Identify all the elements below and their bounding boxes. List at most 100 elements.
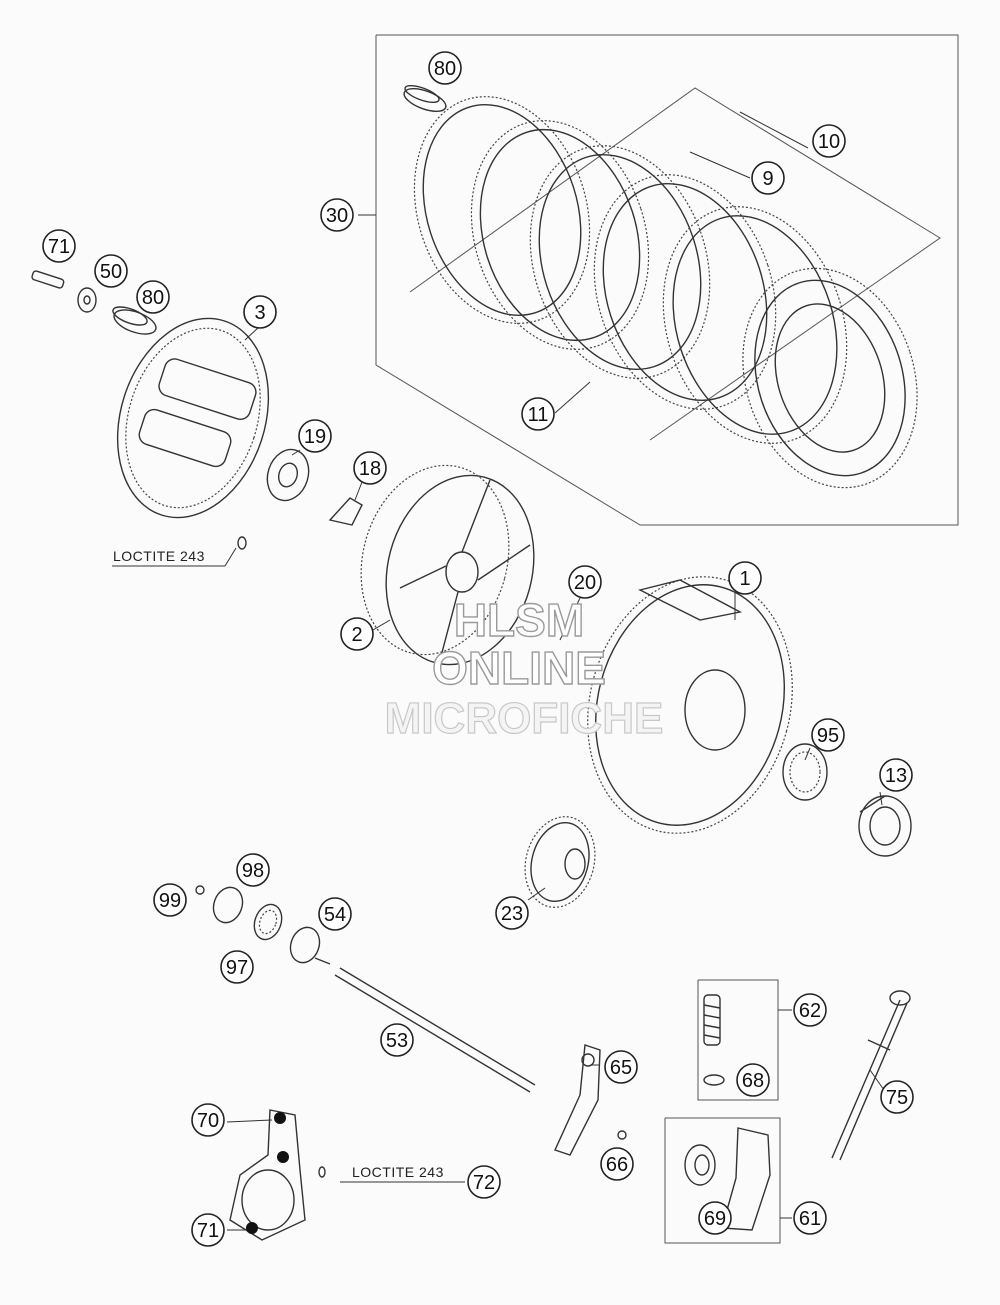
callout-99: 99 xyxy=(153,883,187,917)
watermark: HLSM ONLINE MICROFICHE xyxy=(384,593,664,743)
callout-label: 68 xyxy=(742,1070,764,1092)
callout-label: 18 xyxy=(359,458,381,480)
clutch-lever-65 xyxy=(554,1044,601,1156)
callout-label: 50 xyxy=(100,261,122,283)
callout-label: 61 xyxy=(799,1208,821,1230)
callout-label: 71 xyxy=(48,236,70,258)
callout-label: 95 xyxy=(817,725,839,747)
o-ring-68 xyxy=(703,1074,725,1086)
inner-clutch-hub xyxy=(360,464,535,666)
callout-label: 1 xyxy=(739,568,750,590)
callout-70: 70 xyxy=(191,1103,225,1137)
callout-label: 3 xyxy=(254,302,265,324)
bleeder-75 xyxy=(831,990,911,1161)
callout-98: 98 xyxy=(236,853,270,887)
callout-label: 72 xyxy=(473,1172,495,1194)
callout-18: 18 xyxy=(353,451,387,485)
callout-80-left: 80 xyxy=(136,280,170,314)
callout-71-top: 71 xyxy=(42,229,76,263)
callout-label: 70 xyxy=(197,1110,219,1132)
washer-50 xyxy=(77,287,97,313)
callout-62: 62 xyxy=(793,993,827,1027)
watermark-line-2: ONLINE xyxy=(432,642,606,694)
callout-71-bottom: 71 xyxy=(191,1213,225,1247)
callout-label: 53 xyxy=(386,1030,408,1052)
callout-label: 54 xyxy=(324,904,346,926)
callout-11: 11 xyxy=(521,397,555,431)
actuator-61 xyxy=(721,1127,771,1231)
pressure-piece-18 xyxy=(328,497,363,526)
callout-label: 98 xyxy=(242,860,264,882)
bolt-71-top xyxy=(31,270,65,289)
callout-20: 20 xyxy=(568,565,602,599)
callout-97: 97 xyxy=(220,950,254,984)
callout-75: 75 xyxy=(880,1080,914,1114)
leader-lines xyxy=(112,111,885,1231)
callout-label: 62 xyxy=(799,1000,821,1022)
callout-50: 50 xyxy=(94,254,128,288)
callout-80-top: 80 xyxy=(428,51,462,85)
callout-95: 95 xyxy=(811,718,845,752)
callout-1: 1 xyxy=(728,561,762,595)
callout-label: 66 xyxy=(606,1154,628,1176)
callout-label: 65 xyxy=(610,1057,632,1079)
outer-clutch-basket xyxy=(587,576,793,834)
callout-label: 2 xyxy=(351,624,362,646)
callout-23: 23 xyxy=(495,896,529,930)
callout-3: 3 xyxy=(243,295,277,329)
callout-label: 20 xyxy=(574,572,596,594)
callout-53: 53 xyxy=(380,1023,414,1057)
callout-label: 71 xyxy=(197,1220,219,1242)
valve-frame xyxy=(697,979,792,1101)
pressure-plate xyxy=(116,317,270,519)
callout-label: 99 xyxy=(159,890,181,912)
needle-bearing-95 xyxy=(782,743,828,801)
callout-label: 80 xyxy=(142,287,164,309)
pressure-cap-54 xyxy=(289,926,331,965)
callout-label: 80 xyxy=(434,58,456,80)
primary-gear-23 xyxy=(524,816,596,908)
clutch-disc-pack-frame xyxy=(358,34,959,526)
callout-65: 65 xyxy=(604,1050,638,1084)
callout-label: 97 xyxy=(226,957,248,979)
spring-top xyxy=(403,84,447,113)
small-ball-99 xyxy=(195,885,205,895)
loctite-note-upper: LOCTITE 243 xyxy=(113,548,205,564)
callout-69: 69 xyxy=(698,1201,732,1235)
ball-small-upper xyxy=(237,536,247,550)
callout-66: 66 xyxy=(600,1147,634,1181)
callout-10: 10 xyxy=(812,124,846,158)
clutch-disc-pack xyxy=(413,96,918,489)
washer-98 xyxy=(212,886,244,924)
ring-66 xyxy=(617,1130,627,1140)
callout-68: 68 xyxy=(736,1063,770,1097)
lever-mount-70 xyxy=(229,1109,306,1241)
ball-small-lower xyxy=(318,1166,326,1178)
callout-9: 9 xyxy=(751,161,785,195)
callout-19: 19 xyxy=(298,419,332,453)
loctite-note-lower: LOCTITE 243 xyxy=(352,1164,444,1180)
callout-2: 2 xyxy=(340,617,374,651)
watermark-line-3: MICROFICHE xyxy=(385,694,664,743)
seal-69 xyxy=(684,1144,716,1186)
watermark-line-1: HLSM xyxy=(454,594,584,646)
callout-label: 23 xyxy=(501,903,523,925)
callout-label: 9 xyxy=(762,168,773,190)
callout-54: 54 xyxy=(318,897,352,931)
bearing-19 xyxy=(266,448,310,502)
bushing-13 xyxy=(858,795,912,857)
callout-13: 13 xyxy=(879,758,913,792)
callout-label: 11 xyxy=(528,404,549,426)
bearing-97 xyxy=(253,903,283,941)
valve-spring-62 xyxy=(703,994,721,1046)
callout-label: 19 xyxy=(304,426,326,448)
callout-label: 75 xyxy=(886,1087,908,1109)
callout-label: 13 xyxy=(885,765,907,787)
callout-label: 69 xyxy=(704,1208,726,1230)
callout-72: 72 xyxy=(467,1165,501,1199)
callout-label: 30 xyxy=(326,205,348,227)
callout-label: 10 xyxy=(818,131,840,153)
actuator-frame xyxy=(664,1117,792,1244)
push-rod-53 xyxy=(334,967,536,1093)
